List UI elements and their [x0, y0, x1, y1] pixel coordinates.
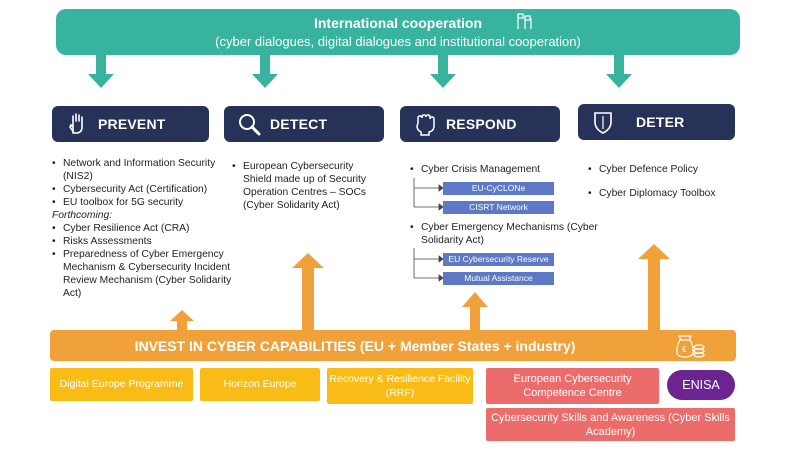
pillar-detect: DETECT [224, 106, 384, 142]
pillar-label: PREVENT [98, 116, 166, 132]
hand-icon [69, 113, 83, 134]
pillar-respond: RESPOND [400, 106, 560, 142]
arrow-to-respond [430, 55, 456, 88]
respond-connector-1 [413, 178, 444, 211]
arrow-up-detect [292, 253, 324, 330]
deter-list: Cyber Defence Policy Cyber Diplomacy Too… [588, 163, 738, 200]
list-item: Preparedness of Cyber Emergency Mechanis… [52, 248, 236, 300]
funding-label: Digital Europe Programme [59, 378, 184, 390]
shield-icon [594, 112, 612, 134]
agency-label: ENISA [682, 378, 720, 392]
list-item: Cyber Emergency Mechanisms (Cyber Solida… [410, 221, 600, 247]
funding-label: Horizon Europe [223, 378, 297, 390]
funding-rrf: Recovery & Resilience Facility (RRF) [327, 368, 473, 404]
funding-digital-europe: Digital Europe Programme [50, 368, 193, 401]
international-cooperation-banner: International cooperation (cyber dialogu… [56, 9, 740, 55]
arrow-up-deter [638, 244, 670, 330]
funding-competence-centre: European Cybersecurity Competence Centre [486, 368, 659, 404]
forthcoming-label: Forthcoming: [52, 210, 113, 221]
banner-arrows [88, 55, 632, 88]
fist-icon [416, 114, 435, 136]
list-item: Risks Assessments [52, 235, 236, 248]
banner-title: International cooperation [313, 15, 482, 31]
list-item: Cybersecurity Act (Certification) [52, 183, 236, 196]
respond-connector-2 [413, 248, 444, 282]
banner-subtitle: (cyber dialogues, digital dialogues and … [215, 34, 581, 49]
list-item: Cyber Resilience Act (CRA) [52, 222, 236, 235]
respond-group-1: Cyber Crisis Management [410, 163, 600, 176]
funding-horizon-europe: Horizon Europe [200, 368, 320, 401]
pillar-deter: DETER [578, 104, 735, 140]
list-item: Network and Information Security (NIS2) [52, 157, 236, 183]
pillar-prevent: PREVENT [52, 106, 209, 142]
magnifier-icon [239, 114, 261, 136]
list-item: Cyber Diplomacy Toolbox [588, 187, 738, 200]
funding-label: Cybersecurity Skills and Awareness (Cybe… [491, 412, 730, 438]
enisa-badge: ENISA [667, 370, 735, 400]
funding-label: European Cybersecurity Competence Centre [513, 373, 632, 399]
list-item: Cyber Crisis Management [410, 163, 600, 176]
list-item: European Cybersecurity Shield made up of… [232, 160, 382, 212]
arrow-up-respond [462, 292, 488, 330]
funding-skills-academy: Cybersecurity Skills and Awareness (Cybe… [486, 408, 735, 441]
arrow-to-detect [252, 55, 278, 88]
list-item: Cyber Defence Policy [588, 163, 738, 176]
arrow-to-deter [606, 55, 632, 88]
invest-arrows [170, 244, 670, 330]
funding-label: Recovery & Resilience Facility (RRF) [329, 373, 471, 399]
subitem-eu-cybersecurity-reserve: EU Cybersecurity Reserve [443, 253, 554, 266]
subitem-mutual-assistance: Mutual Assistance [443, 272, 554, 285]
subitem-eu-cyclone: EU-CyCLONe [443, 182, 554, 195]
respond-group-2: Cyber Emergency Mechanisms (Cyber Solida… [410, 221, 600, 247]
invest-bar: INVEST IN CYBER CAPABILITIES (EU + Membe… [50, 330, 736, 361]
arrow-up-prevent [170, 310, 194, 330]
pillar-label: DETECT [270, 116, 328, 132]
pillar-label: DETER [636, 114, 685, 130]
pillar-label: RESPOND [446, 116, 517, 132]
svg-text:€: € [682, 345, 687, 354]
detect-list: European Cybersecurity Shield made up of… [232, 160, 382, 212]
list-item: EU toolbox for 5G security [52, 196, 236, 209]
money-bag-icon: € [676, 335, 705, 358]
invest-label: INVEST IN CYBER CAPABILITIES (EU + Membe… [134, 338, 576, 354]
flags-icon [517, 13, 532, 29]
prevent-list: Network and Information Security (NIS2) … [52, 157, 236, 300]
arrow-to-prevent [88, 55, 114, 88]
subitem-cisrt-network: CISRT Network [443, 201, 554, 214]
